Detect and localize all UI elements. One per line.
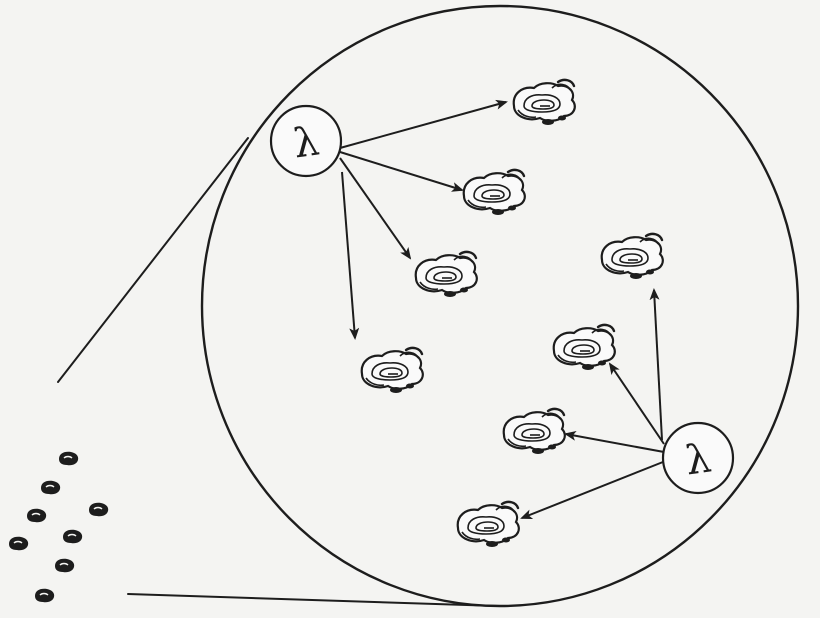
target-cell-3 — [416, 252, 477, 297]
arrow-source2-cell7 — [566, 434, 664, 452]
small-cell — [27, 509, 46, 523]
source-node-1: λ — [271, 106, 341, 176]
small-cell-cluster — [9, 452, 108, 603]
small-cell — [59, 452, 78, 466]
small-cell — [35, 589, 54, 603]
small-cell — [89, 503, 108, 517]
arrow-source2-cell5 — [654, 290, 662, 440]
target-cell-7 — [504, 409, 565, 454]
arrow-source1-cell1 — [340, 102, 506, 148]
arrow-source2-cell6 — [610, 364, 664, 444]
small-cell — [55, 559, 74, 573]
small-cell — [63, 530, 82, 544]
arrow-source2-cell8 — [522, 460, 668, 518]
target-cell-6 — [554, 325, 615, 370]
arrow-source1-cell3 — [340, 158, 410, 258]
target-cell-2 — [464, 170, 525, 215]
magnify-line-upper — [58, 138, 248, 382]
arrow-source1-cell4 — [342, 172, 355, 338]
source-node-2: λ — [663, 423, 733, 493]
target-cell-5 — [602, 234, 663, 279]
target-cell-8 — [458, 502, 519, 547]
target-cell-4 — [362, 348, 423, 393]
target-cell-1 — [514, 80, 575, 125]
small-cell — [41, 481, 60, 495]
small-cell — [9, 537, 28, 551]
